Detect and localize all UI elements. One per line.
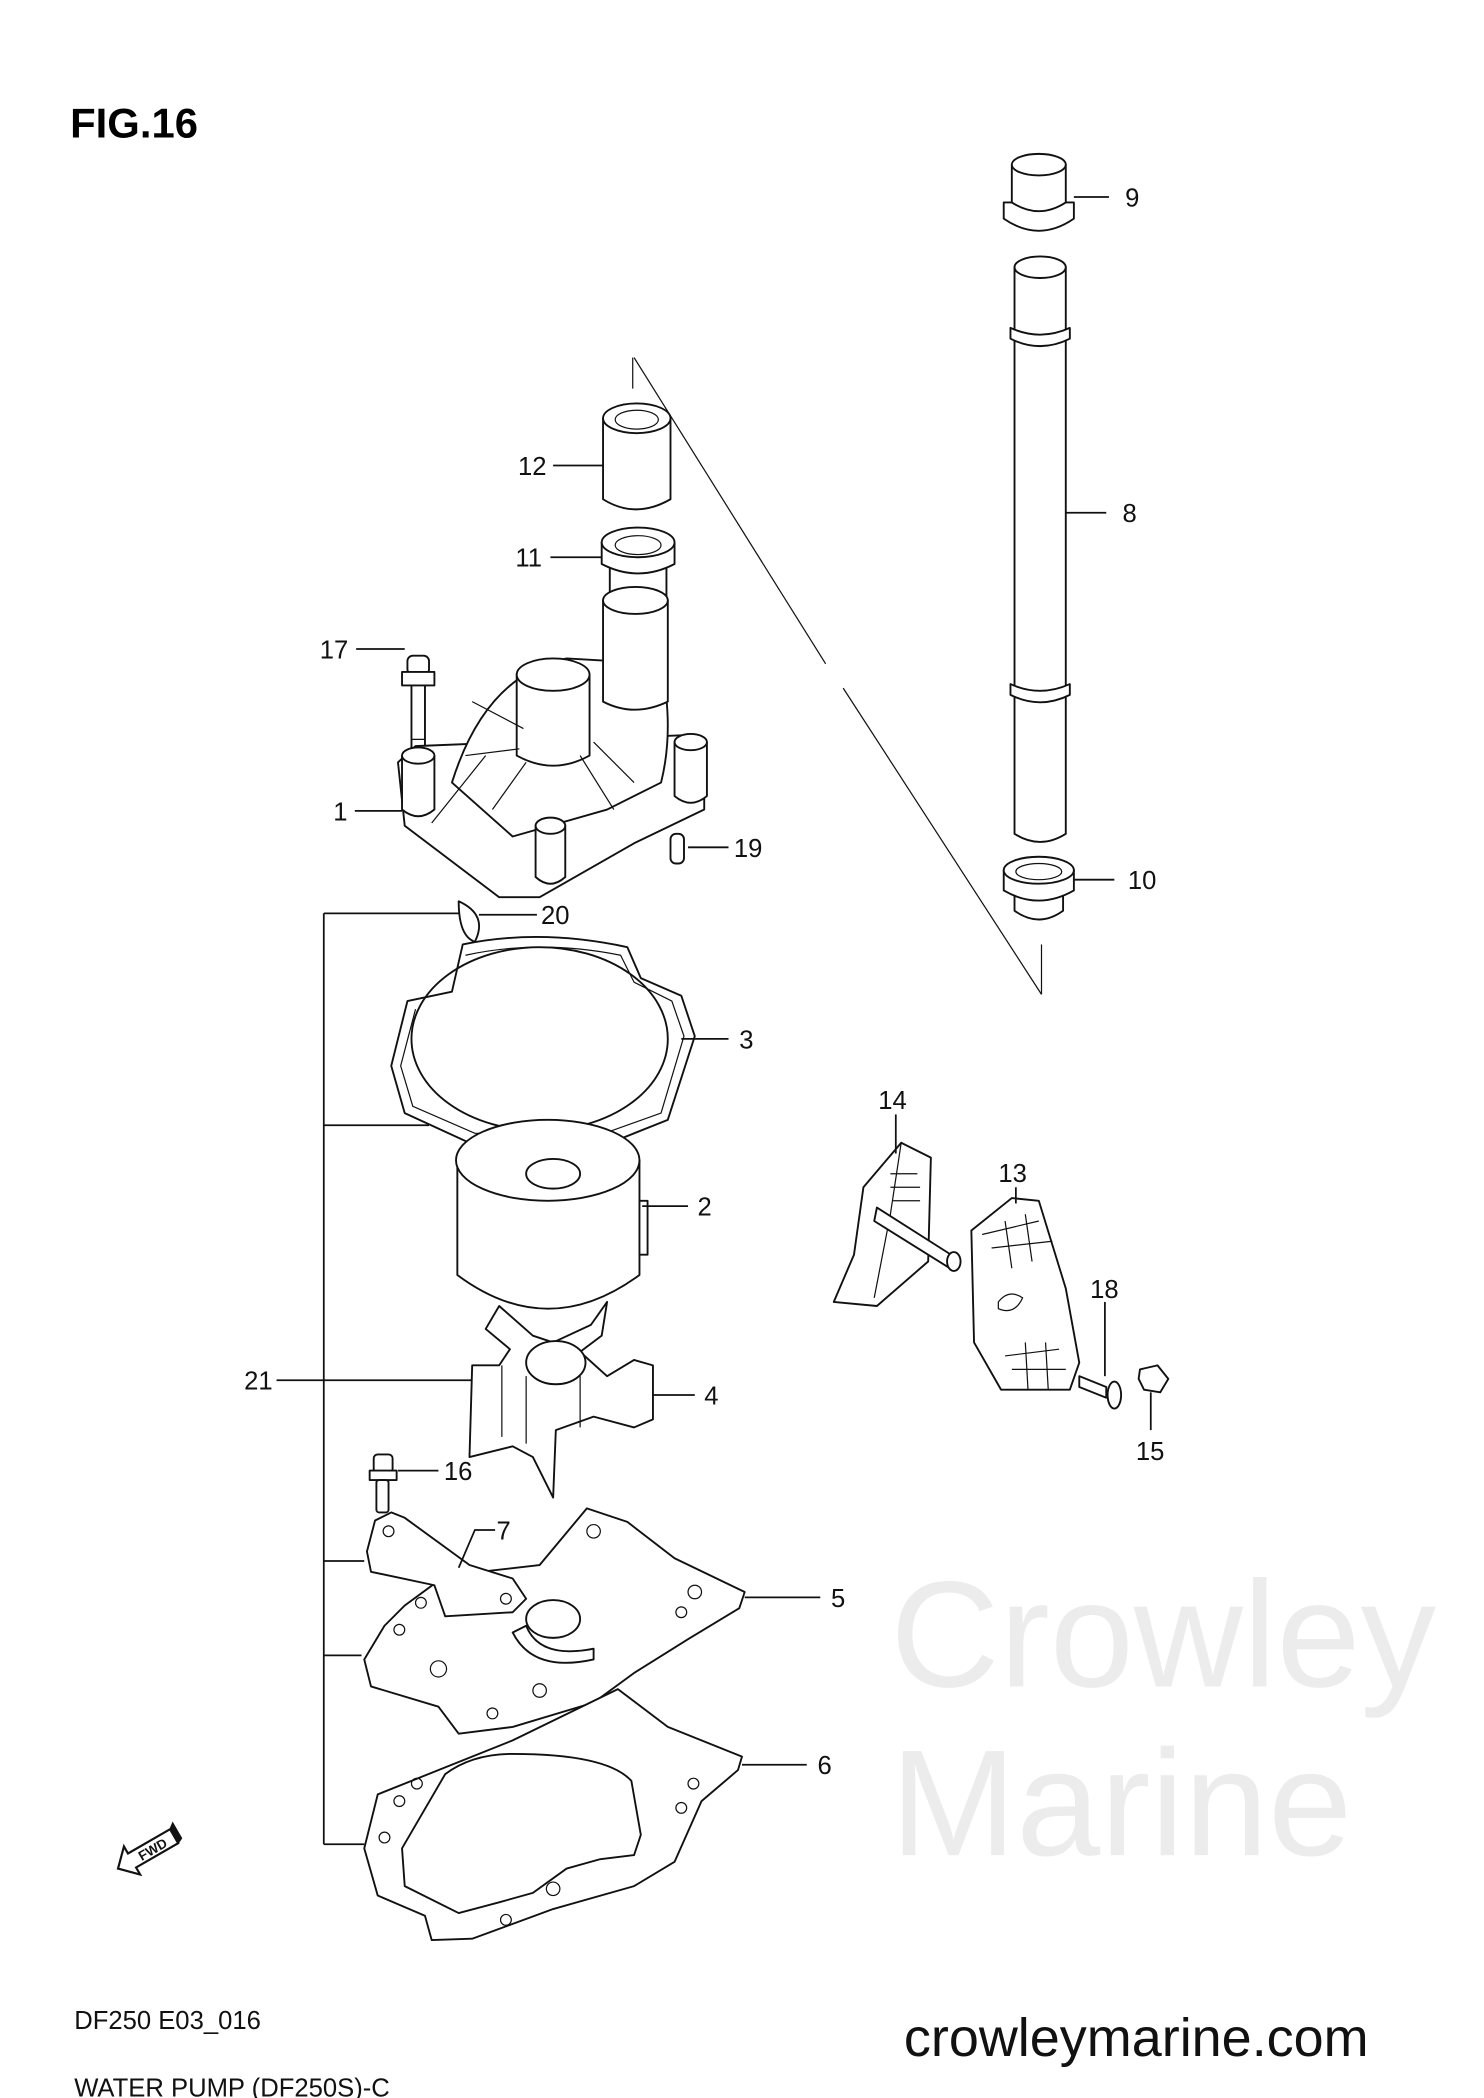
callout-6: 6 — [818, 1752, 832, 1780]
callout-18: 18 — [1090, 1276, 1119, 1304]
callout-5: 5 — [831, 1585, 845, 1613]
callout-20: 20 — [541, 902, 570, 930]
part-10-grommet — [1002, 855, 1075, 921]
part-1-pump-housing — [397, 585, 708, 899]
callout-2: 2 — [697, 1194, 711, 1222]
callout-16: 16 — [444, 1458, 473, 1486]
part-13-cover — [970, 1197, 1081, 1391]
diagram-caption: WATER PUMP (DF250S)-C — [74, 2075, 390, 2098]
part-18-screw — [1078, 1375, 1123, 1410]
part-8-tube — [1009, 255, 1071, 843]
part-9-cap — [1002, 152, 1075, 232]
part-20-key — [457, 900, 480, 943]
callout-1: 1 — [333, 798, 347, 826]
part-2-liner — [455, 1118, 649, 1310]
website-link[interactable]: crowleymarine.com — [904, 2008, 1369, 2068]
part-15-nut — [1137, 1364, 1170, 1394]
callout-4: 4 — [704, 1382, 718, 1410]
callout-3: 3 — [739, 1026, 753, 1054]
callout-7: 7 — [496, 1517, 510, 1545]
part-12-sleeve — [602, 402, 672, 511]
kit-bracket — [322, 912, 459, 1846]
callout-19: 19 — [734, 835, 763, 863]
part-6-gasket — [363, 1688, 743, 1942]
callout-21: 21 — [244, 1368, 273, 1396]
part-14-bracket — [832, 1141, 962, 1307]
watermark-word: Marine — [890, 1719, 1352, 1888]
figure-title: FIG.16 — [70, 100, 198, 147]
watermark-word: Crowley — [890, 1550, 1436, 1719]
diagram-code: DF250 E03_016 — [74, 2007, 261, 2035]
callout-13: 13 — [998, 1160, 1027, 1188]
part-19-pin — [669, 832, 685, 865]
callout-14: 14 — [878, 1087, 907, 1115]
callout-11: 11 — [515, 545, 542, 573]
callout-10: 10 — [1128, 867, 1157, 895]
part-16-bolt — [368, 1453, 398, 1514]
callout-9: 9 — [1125, 184, 1139, 212]
callout-8: 8 — [1122, 500, 1136, 528]
part-7-plate — [366, 1511, 528, 1618]
part-5-plate — [363, 1507, 746, 1735]
callout-15: 15 — [1136, 1438, 1165, 1466]
fwd-arrow-icon: FWD — [116, 1821, 183, 1877]
callout-12: 12 — [518, 453, 547, 481]
part-3-gasket — [390, 936, 696, 1146]
part-4-impeller — [468, 1301, 654, 1499]
assembly-guide-line — [632, 357, 1043, 995]
callout-17: 17 — [320, 636, 349, 664]
